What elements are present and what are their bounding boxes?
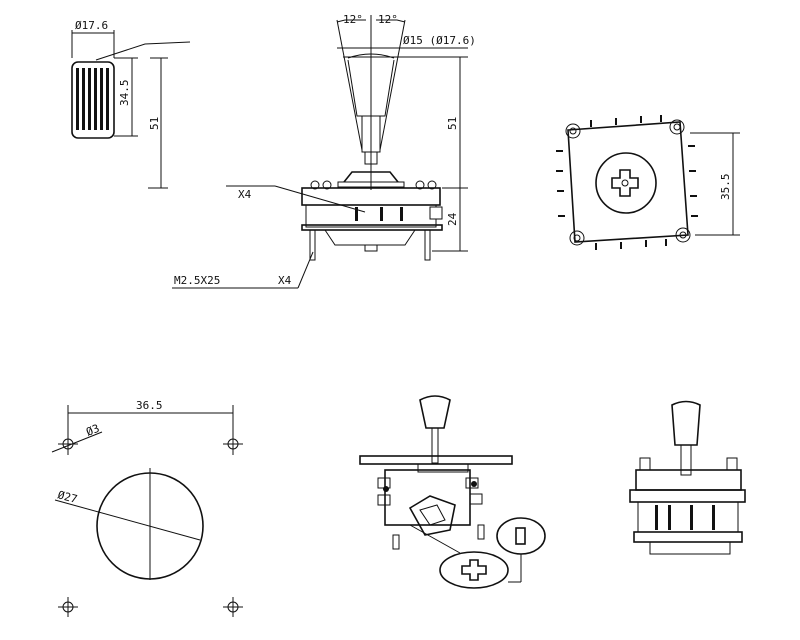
front-view bbox=[629, 400, 746, 555]
hole-diameter-label: Ø3 bbox=[84, 422, 101, 439]
knob-height-label: 34.5 bbox=[118, 80, 131, 107]
switch-count-label: X4 bbox=[238, 188, 252, 201]
body-height-label: 24 bbox=[446, 212, 459, 226]
top-view: 35.5 bbox=[556, 115, 740, 250]
knob-total-height-label: 51 bbox=[148, 117, 161, 130]
screw-count-label: X4 bbox=[278, 274, 292, 287]
angle-left-label: 12° bbox=[343, 13, 363, 26]
top-width-label: 35.5 bbox=[719, 174, 732, 201]
isometric-view bbox=[359, 395, 546, 589]
angle-right-label: 12° bbox=[378, 13, 398, 26]
shaft-diameter-label: Ø15 (Ø17.6) bbox=[403, 34, 476, 47]
knob-view: Ø17.6 34.5 51 bbox=[71, 19, 191, 189]
knob-diameter-label: Ø17.6 bbox=[75, 19, 108, 32]
hole-spacing-label: 36.5 bbox=[136, 399, 163, 412]
center-hole-diameter-label: Ø27 bbox=[56, 488, 79, 506]
mounting-template: 36.5 Ø3 Ø27 bbox=[51, 399, 243, 617]
side-view: 12° 12° Ø15 (Ø17.6) X4 M2.5X25 X4 51 24 bbox=[172, 13, 476, 289]
screw-spec-label: M2.5X25 bbox=[174, 274, 220, 287]
knob-body bbox=[71, 61, 115, 139]
shaft-height-label: 51 bbox=[446, 117, 459, 130]
